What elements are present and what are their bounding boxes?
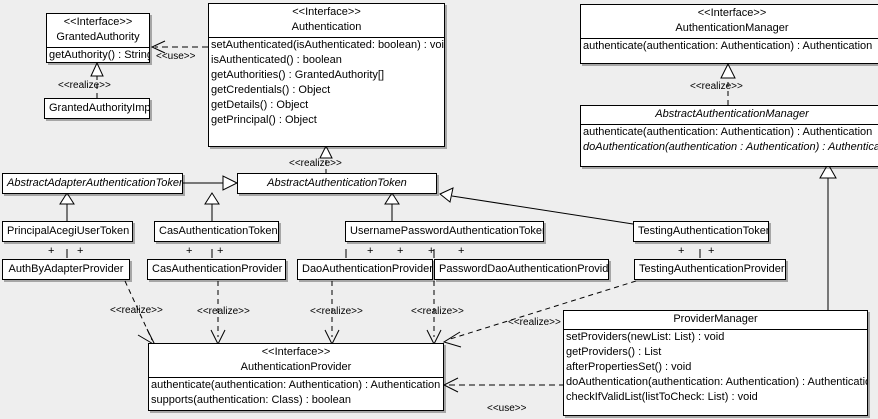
class-name: UsernamePasswordAuthenticationToken: [350, 225, 544, 237]
class-authentication[interactable]: <<Interface>> Authentication setAuthenti…: [208, 3, 445, 147]
multiplicity-marker: +: [186, 245, 193, 257]
method-item: afterPropertiesSet() : void: [566, 361, 692, 373]
method-item: doAuthentication(authentication : Authen…: [583, 141, 878, 153]
method-compartment: setProviders(newList: List) : void getPr…: [564, 330, 867, 405]
class-name: AuthenticationManager: [675, 22, 789, 34]
stereotype-label: <<Interface>>: [63, 16, 133, 28]
class-password-dao-authentication-provider[interactable]: PasswordDaoAuthenticationProvider: [434, 259, 609, 280]
multiplicity-marker: +: [458, 245, 465, 257]
method-item: supports(authentication: Class) : boolea…: [151, 394, 351, 406]
class-name: CasAuthenticationProvider: [152, 263, 283, 275]
class-header: <<Interface>> GrantedAuthority: [47, 14, 149, 47]
method-item: setAuthenticated(isAuthenticated: boolea…: [211, 39, 445, 51]
multiplicity-marker: +: [48, 245, 55, 257]
class-header: <<Interface>> AuthenticationManager: [581, 5, 878, 38]
class-header: AbstractAuthenticationManager: [581, 106, 878, 124]
method-item: getDetails() : Object: [211, 99, 309, 111]
class-testing-authentication-token[interactable]: TestingAuthenticationToken: [633, 221, 769, 242]
stereotype-label: <<Interface>>: [292, 6, 361, 18]
method-item: doAuthentication(authentication: Authent…: [566, 376, 868, 388]
method-item: authenticate(authentication: Authenticat…: [151, 379, 441, 391]
method-item: checkIfValidList(listToCheck: List) : vo…: [566, 391, 758, 403]
multiplicity-marker: +: [708, 245, 715, 257]
class-granted-authority[interactable]: <<Interface>> GrantedAuthority getAuthor…: [46, 13, 150, 63]
method-compartment: authenticate(authentication: Authenticat…: [149, 378, 443, 408]
method-item: getProviders() : List: [566, 346, 662, 358]
edge-label-realize-auth-by-adapter: <<realize>>: [110, 305, 163, 316]
class-name: TestingAuthenticationToken: [638, 225, 769, 237]
edge-label-realize-granted-authority: <<realize>>: [58, 80, 111, 91]
class-username-password-authentication-token[interactable]: UsernamePasswordAuthenticationToken: [345, 221, 544, 242]
class-abstract-authentication-token[interactable]: AbstractAuthenticationToken: [237, 173, 437, 194]
class-name: AbstractAdapterAuthenticationToken: [7, 177, 183, 189]
class-principal-acegi-user-token[interactable]: PrincipalAcegiUserToken: [2, 221, 133, 242]
method-item: getAuthority() : String: [49, 49, 150, 61]
method-item: getPrincipal() : Object: [211, 114, 317, 126]
class-name: GrantedAuthorityImpl: [49, 102, 150, 114]
multiplicity-marker: +: [217, 245, 224, 257]
compartment-divider: [149, 377, 443, 378]
class-name: TestingAuthenticationProvider: [639, 263, 785, 275]
compartment-divider: [564, 329, 867, 330]
method-compartment: setAuthenticated(isAuthenticated: boolea…: [209, 38, 444, 128]
class-name: CasAuthenticationToken: [159, 225, 278, 237]
class-testing-authentication-provider[interactable]: TestingAuthenticationProvider: [634, 259, 786, 280]
class-name: DaoAuthenticationProvider: [302, 263, 433, 275]
edge-generalization-testing-token: [451, 195, 634, 225]
multiplicity-marker: +: [678, 245, 685, 257]
class-authentication-manager[interactable]: <<Interface>> AuthenticationManager auth…: [580, 4, 878, 64]
class-name: GrantedAuthority: [56, 31, 140, 43]
method-item: authenticate(authentication: Authenticat…: [583, 126, 873, 138]
multiplicity-marker: +: [77, 245, 84, 257]
multiplicity-marker: +: [367, 245, 374, 257]
method-item: getAuthorities() : GrantedAuthority[]: [211, 69, 385, 81]
method-compartment: authenticate(authentication: Authenticat…: [581, 39, 878, 54]
method-item: setProviders(newList: List) : void: [566, 331, 725, 343]
class-dao-authentication-provider[interactable]: DaoAuthenticationProvider: [297, 259, 433, 280]
stereotype-label: <<Interface>>: [261, 346, 331, 358]
compartment-divider: [581, 124, 878, 125]
class-granted-authority-impl[interactable]: GrantedAuthorityImpl: [44, 98, 150, 119]
class-header: <<Interface>> AuthenticationProvider: [149, 344, 443, 377]
method-compartment: getAuthority() : String: [47, 48, 150, 62]
edge-label-realize-dao-provider: <<realize>>: [310, 306, 363, 317]
edge-label-use-provider-manager: <<use>>: [487, 403, 527, 414]
compartment-divider: [209, 37, 444, 38]
class-name: PasswordDaoAuthenticationProvider: [439, 263, 609, 275]
class-cas-authentication-provider[interactable]: CasAuthenticationProvider: [147, 259, 286, 280]
compartment-divider: [47, 47, 149, 48]
edge-label-realize-testing-provider: <<realize>>: [508, 317, 561, 328]
class-header: ProviderManager: [564, 311, 867, 329]
class-name: AuthByAdapterProvider: [8, 263, 124, 275]
method-compartment: authenticate(authentication: Authenticat…: [581, 125, 878, 155]
class-provider-manager[interactable]: ProviderManager setProviders(newList: Li…: [563, 310, 868, 416]
class-name: AuthenticationProvider: [240, 361, 352, 373]
class-cas-authentication-token[interactable]: CasAuthenticationToken: [154, 221, 279, 242]
class-name: AbstractAuthenticationToken: [267, 177, 407, 189]
class-name: ProviderManager: [673, 313, 758, 325]
class-name: Authentication: [291, 21, 362, 33]
edge-label-realize-cas-provider: <<realize>>: [197, 306, 250, 317]
class-name: AbstractAuthenticationManager: [655, 108, 809, 120]
stereotype-label: <<Interface>>: [697, 7, 767, 19]
edge-label-realize-authentication: <<realize>>: [289, 158, 342, 169]
edge-label-use-granted-authority: <<use>>: [156, 51, 196, 62]
edge-label-realize-password-dao-provider: <<realize>>: [411, 306, 464, 317]
multiplicity-marker: +: [397, 245, 404, 257]
method-item: isAuthenticated() : boolean: [211, 54, 342, 66]
compartment-divider: [581, 38, 878, 39]
class-auth-by-adapter-provider[interactable]: AuthByAdapterProvider: [2, 259, 130, 280]
class-name: PrincipalAcegiUserToken: [7, 225, 130, 237]
class-authentication-provider[interactable]: <<Interface>> AuthenticationProvider aut…: [148, 343, 444, 411]
class-abstract-adapter-authentication-token[interactable]: AbstractAdapterAuthenticationToken: [2, 173, 183, 194]
class-abstract-authentication-manager[interactable]: AbstractAuthenticationManager authentica…: [580, 105, 878, 167]
class-header: <<Interface>> Authentication: [209, 4, 444, 37]
method-item: authenticate(authentication: Authenticat…: [583, 40, 873, 52]
method-item: getCredentials() : Object: [211, 84, 331, 96]
multiplicity-marker: +: [428, 245, 435, 257]
edge-label-realize-authentication-manager: <<realize>>: [690, 81, 743, 92]
